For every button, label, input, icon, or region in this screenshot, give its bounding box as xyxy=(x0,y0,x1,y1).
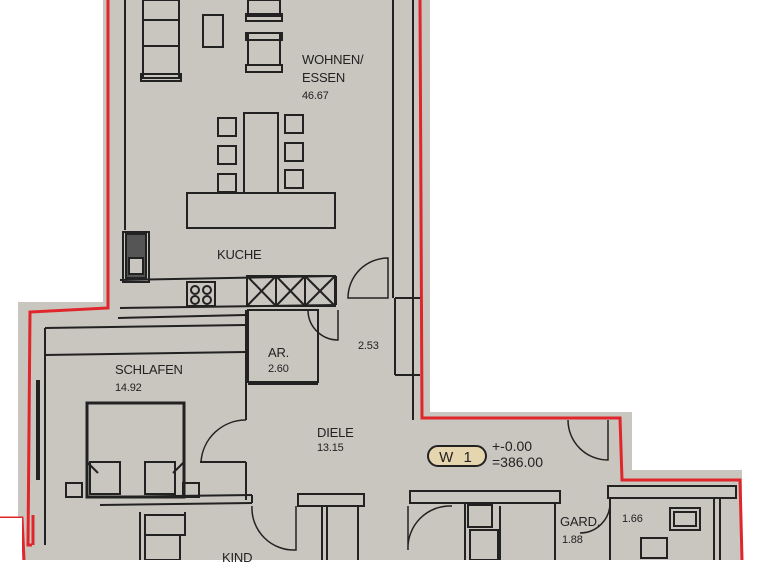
elevation-relative: +-0.00 xyxy=(492,438,533,454)
room-label-gard: GARD. xyxy=(560,514,601,529)
room-label-kind: KIND xyxy=(222,550,253,565)
level-badge: W 1 xyxy=(427,445,487,467)
room-area-ar: 2.60 xyxy=(268,363,289,375)
paper-area xyxy=(18,0,742,560)
room-label-schlafen: SCHLAFEN xyxy=(115,362,183,377)
cutout xyxy=(0,518,22,560)
room-label-kuche: KUCHE xyxy=(217,247,262,262)
door-swings xyxy=(200,257,611,551)
room-area-schlafen: 14.92 xyxy=(115,382,142,394)
room-label-diele: DIELE xyxy=(317,425,354,440)
room-label-wohnen: WOHNEN/ xyxy=(302,52,364,67)
room-label-essen: ESSEN xyxy=(302,70,346,85)
room-area-bad: 1.66 xyxy=(622,513,643,525)
elevation-absolute: =386.00 xyxy=(492,454,543,470)
room-area-wohnen: 46.67 xyxy=(302,90,329,102)
room-area-flur: 2.53 xyxy=(358,340,379,352)
room-area-diele: 13.15 xyxy=(317,442,344,454)
room-label-ar: AR. xyxy=(268,345,290,360)
furniture xyxy=(36,0,701,560)
room-area-gard: 1.88 xyxy=(562,534,583,546)
